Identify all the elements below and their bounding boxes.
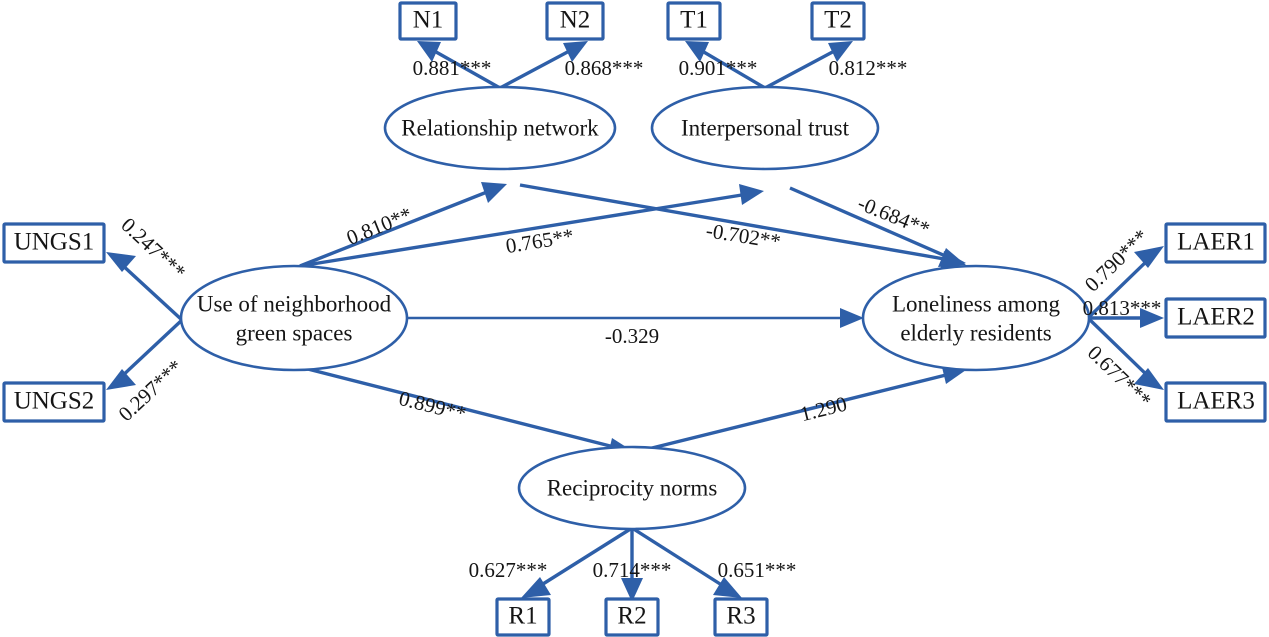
latent-label-reciprocity-norms: Reciprocity norms — [547, 475, 718, 500]
observed-box-laer3[interactable]: LAER3 — [1164, 381, 1267, 423]
coefficient-rec-r3: 0.651*** — [718, 558, 797, 582]
observed-label-laer2: LAER2 — [1177, 304, 1255, 331]
observed-label-ungs2: UNGS2 — [14, 388, 95, 415]
observed-label-laer3: LAER3 — [1177, 388, 1255, 415]
observed-box-t2[interactable]: T2 — [810, 1, 866, 41]
observed-box-laer1[interactable]: LAER1 — [1164, 222, 1267, 264]
observed-box-t1[interactable]: T1 — [666, 1, 722, 41]
coefficient-ungs-to-it: 0.765** — [504, 224, 575, 258]
latent-ellipse-use-of-neighborhood-green-spaces[interactable]: Use of neighborhood green spaces — [179, 264, 409, 372]
observed-label-n2: N2 — [560, 7, 591, 34]
coefficient-it-t2: 0.812*** — [829, 56, 908, 80]
observed-box-r1[interactable]: R1 — [495, 597, 551, 637]
coefficient-rec-to-laer: 1.290 — [798, 392, 850, 427]
edge-rn-to-n2 — [499, 41, 588, 90]
observed-box-r3[interactable]: R3 — [713, 597, 769, 637]
observed-box-ungs1[interactable]: UNGS1 — [2, 222, 106, 264]
edge-it-to-laer — [789, 186, 966, 267]
observed-box-n1[interactable]: N1 — [398, 1, 458, 41]
observed-box-laer2[interactable]: LAER2 — [1164, 297, 1267, 339]
observed-label-ungs1: UNGS1 — [14, 229, 95, 256]
latent-label-laer-line2: elderly residents — [900, 320, 1051, 345]
latent-ellipse-relationship-network[interactable]: Relationship network — [383, 85, 617, 171]
coefficient-rec-r1: 0.627*** — [469, 558, 548, 582]
edge-rec-to-r2 — [621, 528, 643, 602]
edge-rn-to-n1 — [417, 41, 501, 90]
coefficient-rec-r2: 0.714*** — [593, 558, 672, 582]
observed-label-r1: R1 — [508, 603, 537, 630]
coefficient-rn-n1: 0.881*** — [413, 56, 492, 80]
coefficient-rn-to-laer: -0.702** — [704, 218, 782, 253]
coefficient-ungs-to-rec: 0.899** — [397, 386, 469, 426]
edge-ungs-to-ungs1 — [106, 252, 184, 322]
latent-label-ungs-line2: green spaces — [236, 320, 353, 345]
observed-label-n1: N1 — [413, 7, 444, 34]
edge-ungs-to-laer-direct — [406, 308, 864, 328]
latent-ellipse-reciprocity-norms[interactable]: Reciprocity norms — [517, 445, 747, 531]
edge-ungs-to-rn — [299, 182, 507, 268]
edge-rec-to-r3 — [631, 526, 742, 598]
coefficient-ungs-ungs2: 0.297*** — [114, 355, 188, 426]
edge-it-to-t1 — [685, 41, 766, 90]
observed-box-n2[interactable]: N2 — [545, 1, 605, 41]
observed-label-t1: T1 — [680, 7, 708, 34]
coefficient-ungs-to-laer: -0.329 — [605, 324, 659, 348]
edge-laer-to-laer1 — [1086, 246, 1164, 320]
coefficient-ungs-ungs1: 0.247*** — [117, 213, 191, 284]
edge-it-to-t2 — [764, 41, 853, 90]
observed-label-r3: R3 — [726, 603, 755, 630]
latent-label-interpersonal-trust: Interpersonal trust — [681, 115, 850, 140]
observed-box-r2[interactable]: R2 — [604, 597, 660, 637]
latent-label-ungs-line1: Use of neighborhood — [197, 291, 392, 316]
edge-ungs-to-ungs2 — [106, 318, 184, 390]
observed-label-t2: T2 — [824, 7, 852, 34]
latent-ellipse-loneliness-among-elderly-residents[interactable]: Loneliness among elderly residents — [861, 264, 1091, 372]
latent-label-relationship-network: Relationship network — [401, 115, 599, 140]
edge-ungs-to-it — [299, 184, 764, 268]
observed-label-r2: R2 — [617, 603, 646, 630]
edge-rec-to-r1 — [521, 526, 633, 598]
latent-ellipse-interpersonal-trust[interactable]: Interpersonal trust — [650, 85, 880, 171]
observed-label-laer1: LAER1 — [1177, 229, 1255, 256]
edge-laer-to-laer3 — [1086, 316, 1164, 390]
coefficient-it-t1: 0.901*** — [679, 56, 758, 80]
coefficient-laer-laer2: 0.813*** — [1083, 296, 1162, 320]
coefficient-rn-n2: 0.868*** — [565, 56, 644, 80]
edge-laer-to-laer2 — [1088, 308, 1164, 328]
latent-label-laer-line1: Loneliness among — [892, 291, 1060, 316]
observed-box-ungs2[interactable]: UNGS2 — [2, 381, 106, 423]
coefficient-ungs-to-rn: 0.810** — [343, 202, 415, 250]
